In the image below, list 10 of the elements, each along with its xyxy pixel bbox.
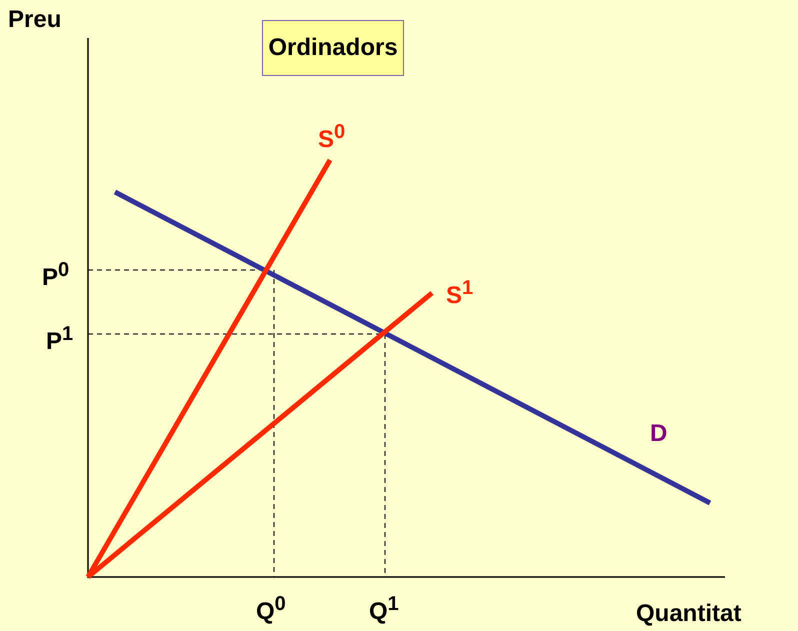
- axis-label: Quantitat: [636, 600, 742, 628]
- chart-title: Ordinadors: [262, 20, 404, 76]
- price-label: P$^{0}$: [42, 258, 70, 292]
- quantity-label: Q$^{0}$: [256, 592, 286, 626]
- price-label: P$^{1}$: [46, 322, 74, 356]
- curve-label: D: [650, 420, 668, 448]
- curve-label: S$^{1}$: [446, 276, 474, 310]
- quantity-label: Q$^{1}$: [369, 592, 399, 626]
- curve-label: S$^{0}$: [318, 120, 346, 154]
- axis-label: Preu: [8, 6, 62, 34]
